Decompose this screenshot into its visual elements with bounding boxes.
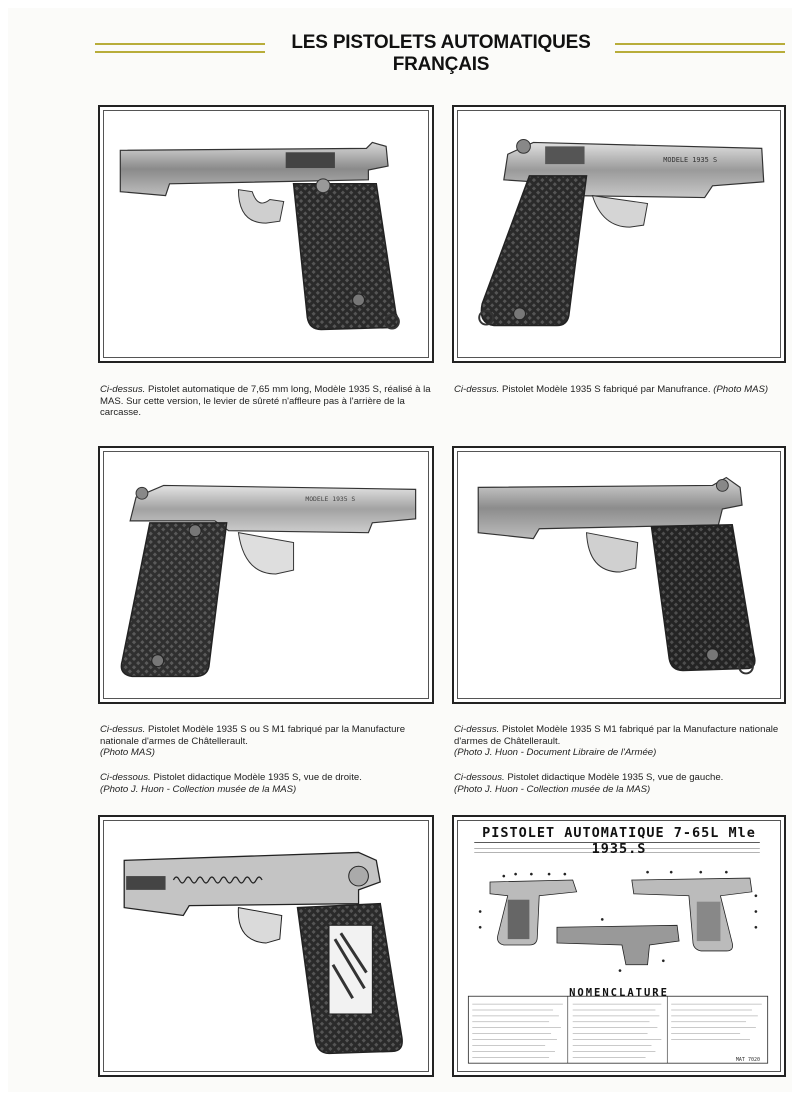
cutaway-pistol-illustration xyxy=(123,851,403,1055)
caption-lead: Ci-dessus. xyxy=(100,724,146,735)
caption-photo-3: Ci-dessus. Pistolet Modèle 1935 S ou S M… xyxy=(100,724,435,759)
caption-lead: Ci-dessus. xyxy=(454,384,500,395)
photo-pistol-chatellerault-1935s: MODELE 1935 S xyxy=(98,446,434,704)
caption-lead: Ci-dessous. xyxy=(454,772,505,783)
photo-pistol-mas-1935s xyxy=(98,105,434,363)
diagram-title: PISTOLET AUTOMATIQUE 7-65L Mle 1935.S xyxy=(482,825,756,857)
caption-photo-6: Ci-dessous. Pistolet didactique Modèle 1… xyxy=(454,772,784,795)
caption-credit: (Photo MAS) xyxy=(710,384,769,395)
pistol-right-illustration: MODELE 1935 S xyxy=(120,484,417,678)
caption-lead: Ci-dessous. xyxy=(100,772,151,783)
header-rule-left xyxy=(95,43,265,53)
caption-text: Pistolet Modèle 1935 S M1 fabriqué par l… xyxy=(454,724,779,747)
caption-text: Pistolet automatique de 7,65 mm long, Mo… xyxy=(100,384,431,418)
svg-text:MODELE 1935 S: MODELE 1935 S xyxy=(663,156,717,164)
caption-text: Pistolet didactique Modèle 1935 S, vue d… xyxy=(504,772,724,783)
caption-text: Pistolet Modèle 1935 S ou S M1 fabriqué … xyxy=(100,724,406,747)
pistol-right-illustration: MODELE 1935 S xyxy=(478,138,765,327)
exploded-diagram xyxy=(467,842,769,1064)
page-header: LES PISTOLETS AUTOMATIQUES FRANÇAIS xyxy=(95,30,785,75)
nomenclature-heading: NOMENCLATURE xyxy=(569,987,669,999)
svg-text:MODELE 1935 S: MODELE 1935 S xyxy=(305,495,355,503)
header-rule-right xyxy=(615,43,785,53)
caption-credit: (Photo J. Huon - Document Libraire de l'… xyxy=(454,747,657,758)
caption-credit: (Photo J. Huon - Collection musée de la … xyxy=(100,783,297,795)
caption-photo-2: Ci-dessus. Pistolet Modèle 1935 S fabriq… xyxy=(454,384,784,396)
caption-lead: Ci-dessus. xyxy=(100,384,146,395)
pistol-left-illustration xyxy=(477,476,756,675)
technical-diagram: PISTOLET AUTOMATIQUE 7-65L Mle 1935.S NO… xyxy=(452,815,786,1077)
caption-lead: Ci-dessus. xyxy=(454,724,500,735)
caption-credit: (Photo J. Huon - Collection musée de la … xyxy=(454,783,651,795)
diagram-reference: MAT 7020 xyxy=(735,1057,760,1063)
photo-pistol-chatellerault-1935sm1 xyxy=(452,446,786,704)
photo-didactic-pistol-right xyxy=(98,815,434,1077)
photo-pistol-manufrance: MODELE 1935 S xyxy=(452,105,786,363)
pistol-left-illustration xyxy=(119,141,400,331)
page-title: LES PISTOLETS AUTOMATIQUES FRANÇAIS xyxy=(291,32,591,75)
caption-photo-1: Ci-dessus. Pistolet automatique de 7,65 … xyxy=(100,384,435,419)
caption-photo-5: Ci-dessous. Pistolet didactique Modèle 1… xyxy=(100,772,435,795)
caption-credit: (Photo MAS) xyxy=(100,747,155,758)
caption-text: Pistolet didactique Modèle 1935 S, vue d… xyxy=(150,772,362,783)
caption-text: Pistolet Modèle 1935 S fabriqué par Manu… xyxy=(499,384,711,395)
caption-photo-4: Ci-dessus. Pistolet Modèle 1935 S M1 fab… xyxy=(454,724,784,759)
